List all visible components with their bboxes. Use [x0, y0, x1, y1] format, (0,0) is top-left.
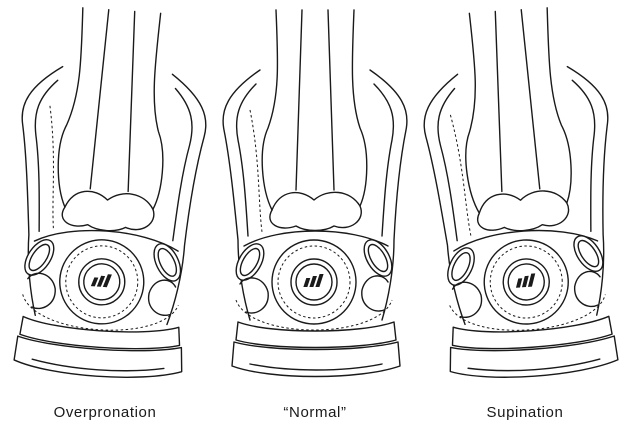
caption-normal: “Normal”: [210, 404, 420, 421]
fibula-outline: [145, 13, 173, 210]
tibia-inner-line: [489, 11, 508, 191]
panel-overpronation: Overpronation: [0, 0, 210, 427]
heel-counter-right: [567, 64, 621, 316]
talus-outline: [270, 192, 361, 230]
talus-outline: [476, 189, 570, 233]
panel-normal: “Normal”: [210, 0, 420, 427]
tibia-outline: [456, 13, 485, 214]
fibula-inner-line: [521, 9, 540, 189]
heel-and-shoe-drawing: [420, 4, 626, 382]
rearfoot-illustration-normal: [210, 0, 420, 400]
tibia-inner-line: [296, 10, 302, 190]
heel-counter-left-inner: [28, 79, 58, 232]
fibula-outline: [352, 10, 366, 206]
logo-mark: [516, 273, 535, 287]
heel-counter-left: [421, 74, 475, 326]
heel-counter-left: [8, 64, 62, 316]
fibula-inner-line: [328, 10, 334, 190]
heel-and-shoe-drawing: [223, 10, 407, 377]
caption-supination: Supination: [420, 404, 630, 421]
right-side-panel: [573, 271, 602, 308]
heel-counter-right-inner: [374, 84, 393, 236]
fibula-inner-line: [122, 11, 141, 191]
tibia-outline: [55, 7, 84, 208]
heel-counter-right-inner: [165, 89, 195, 242]
rearfoot-illustration-overpronation: [0, 0, 210, 400]
tibia-inner-line: [90, 9, 109, 189]
midsole: [236, 322, 396, 348]
heel-and-shoe-drawing: [4, 4, 210, 382]
logo-mark: [303, 274, 323, 287]
panel-supination: Supination: [420, 0, 630, 427]
rearfoot-illustration-supination: [420, 0, 630, 400]
talus-outline: [61, 189, 155, 233]
logo-mark: [91, 273, 112, 287]
heel-counter-right-inner: [572, 79, 602, 232]
right-side-panel: [362, 276, 388, 311]
heel-counter-left-inner: [237, 84, 256, 236]
tibia-outline: [262, 10, 277, 210]
caption-overpronation: Overpronation: [0, 404, 210, 421]
stitching-line: [250, 110, 262, 232]
heel-counter-right: [155, 74, 209, 326]
fibula-outline: [546, 7, 574, 204]
